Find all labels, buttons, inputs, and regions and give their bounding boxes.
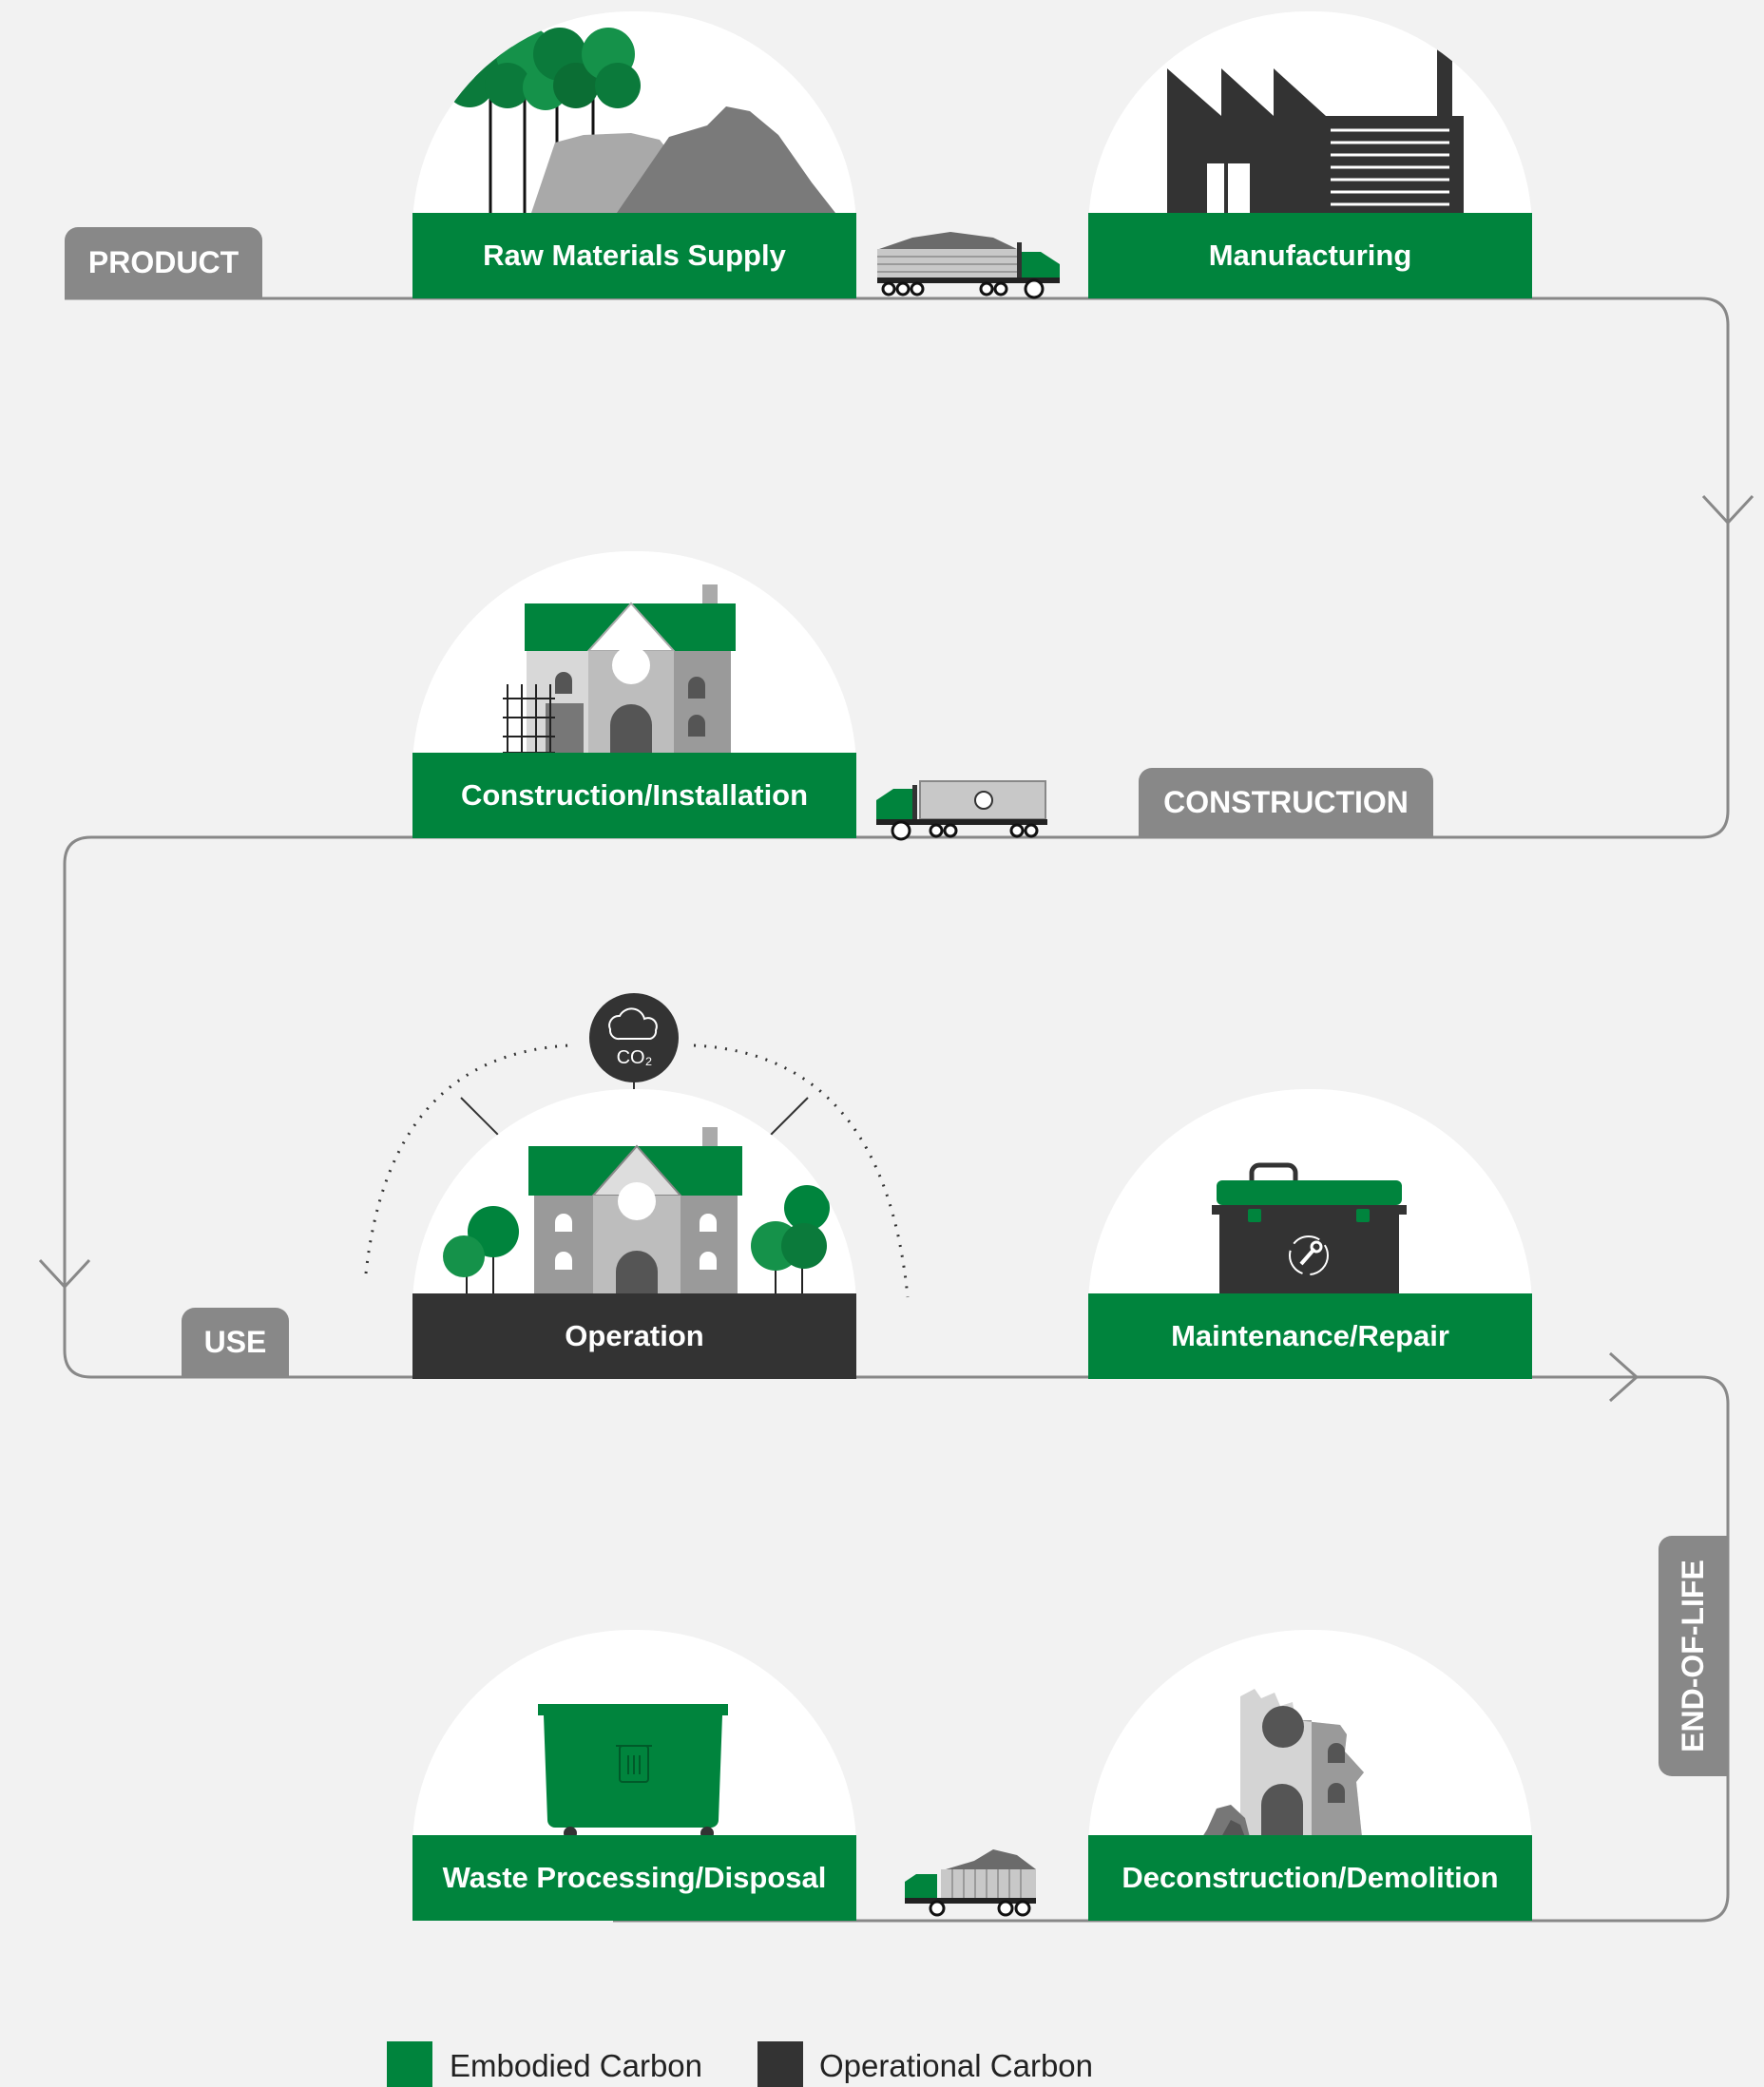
- mountains-icon: [531, 106, 835, 213]
- construction-illustration: [412, 551, 856, 770]
- dump-truck-left-icon: [905, 1849, 1036, 1917]
- legend-operational-swatch: [757, 2041, 803, 2087]
- stage-raw-materials-label: Raw Materials Supply: [483, 239, 786, 272]
- box-truck-icon: [876, 780, 1047, 841]
- co2-label: CO₂: [616, 1047, 653, 1068]
- stage-construction-installation-label: Construction/Installation: [460, 778, 809, 812]
- phase-construction-tab: CONSTRUCTION: [1139, 768, 1433, 837]
- toolbox-icon: [1212, 1162, 1407, 1301]
- stage-maintenance-label: Maintenance/Repair: [1171, 1319, 1449, 1352]
- arrow-down-left-icon: [38, 1258, 91, 1290]
- phase-end-of-life-label: END-OF-LIFE: [1676, 1560, 1711, 1752]
- cloud-icon: [608, 1007, 658, 1041]
- arrow-right-icon: [1609, 1351, 1639, 1403]
- deconstruction-illustration: [1088, 1630, 1532, 1848]
- maintenance-illustration: [1088, 1089, 1532, 1308]
- stage-maintenance-bar: Maintenance/Repair: [1088, 1293, 1532, 1379]
- operation-illustration: [412, 1089, 856, 1308]
- waste-illustration: [412, 1630, 856, 1848]
- demolished-building-icon: [1202, 1689, 1364, 1837]
- stage-deconstruction-label: Deconstruction/Demolition: [1122, 1861, 1499, 1894]
- legend-operational-label: Operational Carbon: [819, 2048, 1094, 2083]
- stage-waste-bar: Waste Processing/Disposal: [412, 1835, 856, 1921]
- phase-end-of-life-tab: END-OF-LIFE: [1659, 1536, 1728, 1776]
- stage-waste-label: Waste Processing/Disposal: [442, 1861, 827, 1894]
- house-icon: [528, 1127, 742, 1308]
- stage-manufacturing-label: Manufacturing: [1208, 239, 1412, 272]
- house-under-construction-icon: [503, 584, 736, 758]
- stage-operation-bar: Operation: [412, 1293, 856, 1379]
- phase-use-tab: USE: [182, 1308, 289, 1377]
- factory-icon: [1167, 42, 1464, 213]
- stage-manufacturing-bar: Manufacturing: [1088, 213, 1532, 298]
- trees-icon: [445, 26, 641, 213]
- flow-line: [63, 297, 1730, 1923]
- legend-embodied-label: Embodied Carbon: [450, 2048, 702, 2083]
- legend-embodied-swatch: [387, 2041, 432, 2087]
- trees-icon: [443, 1185, 830, 1308]
- raw-materials-illustration: [412, 11, 856, 230]
- phase-use-label: USE: [203, 1325, 267, 1359]
- phase-product-label: PRODUCT: [87, 245, 240, 279]
- stage-construction-installation-bar: Construction/Installation: [412, 753, 856, 838]
- manufacturing-illustration: [1088, 11, 1532, 230]
- dumpster-icon: [538, 1704, 728, 1840]
- arrow-down-right-icon: [1701, 494, 1754, 526]
- phase-product-tab: PRODUCT: [65, 227, 262, 298]
- dump-truck-icon: [877, 232, 1060, 299]
- stage-raw-materials-bar: Raw Materials Supply: [412, 213, 856, 298]
- stage-deconstruction-bar: Deconstruction/Demolition: [1088, 1835, 1532, 1921]
- phase-construction-label: CONSTRUCTION: [1163, 785, 1409, 819]
- stage-operation-label: Operation: [565, 1319, 704, 1352]
